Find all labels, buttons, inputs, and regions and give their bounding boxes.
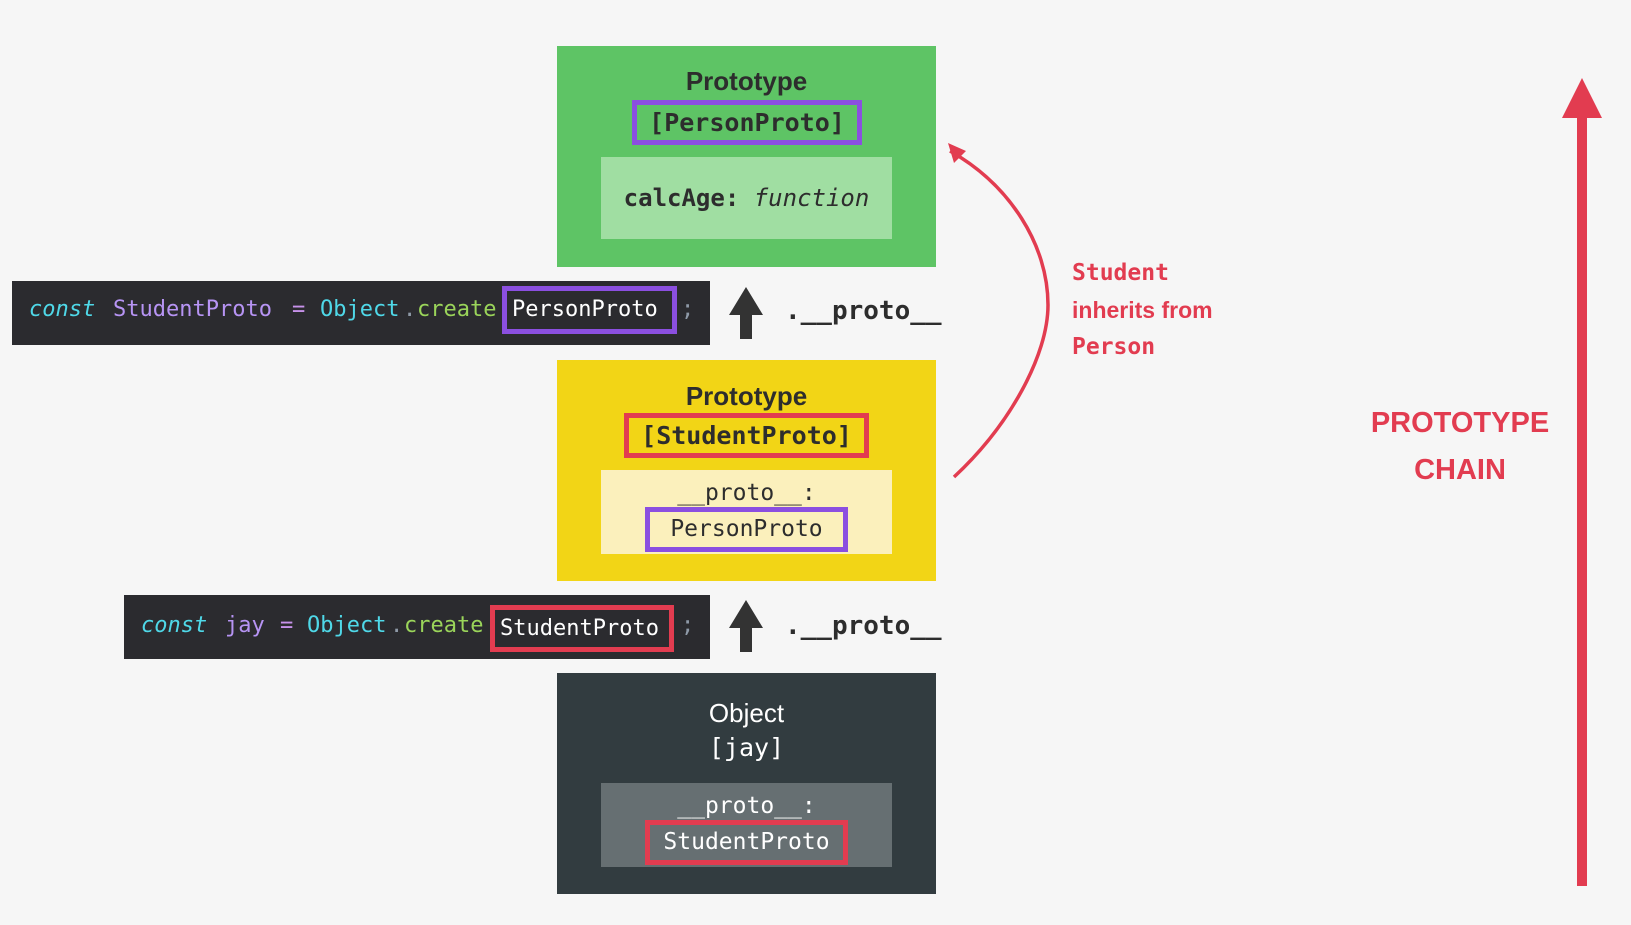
code2-keyword: const: [141, 613, 208, 638]
jay-proto-value: StudentProto: [645, 820, 848, 865]
code2-semicolon: ;: [681, 613, 695, 638]
inherit-note-line3: Person: [1072, 334, 1156, 360]
inheritance-curve-arrow-icon: [948, 143, 1050, 479]
student-proto-label: __proto__:: [677, 480, 816, 506]
jay-object-box: Object [jay] __proto__: StudentProto: [557, 673, 936, 894]
prototype-chain-line1: PROTOTYPE: [1370, 407, 1550, 439]
code2-argument: StudentProto: [490, 605, 674, 652]
code2-method: create: [404, 613, 484, 638]
proto-link-label: .__proto__: [785, 296, 942, 326]
person-proto-box: Prototype [PersonProto] calcAge: functio…: [557, 46, 936, 267]
student-proto-name: [StudentProto]: [624, 413, 869, 458]
code1-keyword: const: [29, 297, 96, 322]
code-line-student-proto: const StudentProto = Object . create Per…: [12, 281, 710, 345]
code1-semicolon: ;: [681, 297, 695, 322]
code2-variable: jay: [225, 613, 265, 638]
method-value: function: [753, 184, 870, 212]
code2-dot: .: [390, 613, 404, 638]
code1-argument: PersonProto: [502, 286, 677, 334]
code1-variable: StudentProto: [113, 297, 272, 322]
code1-equals: =: [292, 297, 306, 322]
proto-link-label: .__proto__: [785, 611, 942, 641]
code-line-jay: const jay = Object . create StudentProto…: [124, 595, 710, 659]
inherit-note: Student inherits from Person: [1072, 255, 1213, 366]
code2-object: Object: [307, 613, 387, 638]
inherit-note-line2: inherits from: [1072, 297, 1213, 323]
jay-object-name: [jay]: [708, 733, 785, 762]
prototype-chain-line2: CHAIN: [1414, 454, 1506, 486]
prototype-chain-arrow-icon: [1562, 78, 1602, 886]
student-proto-value: PersonProto: [645, 507, 848, 552]
code1-dot: .: [403, 297, 417, 322]
person-proto-name: [PersonProto]: [632, 100, 862, 145]
code1-object: Object: [320, 297, 400, 322]
code2-equals: =: [280, 613, 294, 638]
jay-object-title: Object: [708, 698, 785, 728]
up-arrow-icon: [729, 287, 763, 339]
up-arrow-icon: [729, 600, 763, 652]
jay-object-inner: __proto__: StudentProto: [601, 783, 892, 867]
person-proto-methods: calcAge: function: [601, 157, 892, 239]
code1-method: create: [417, 297, 497, 322]
student-proto-box: Prototype [StudentProto] __proto__: Pers…: [557, 360, 936, 581]
prototype-chain-label: PROTOTYPE CHAIN: [1350, 400, 1570, 494]
method-name: calcAge:: [623, 184, 754, 212]
inherit-note-line1: Student: [1072, 260, 1169, 286]
jay-proto-label: __proto__:: [677, 793, 816, 819]
person-proto-title: Prototype: [685, 66, 808, 96]
student-proto-title: Prototype: [685, 381, 808, 411]
student-proto-inner: __proto__: PersonProto: [601, 470, 892, 554]
